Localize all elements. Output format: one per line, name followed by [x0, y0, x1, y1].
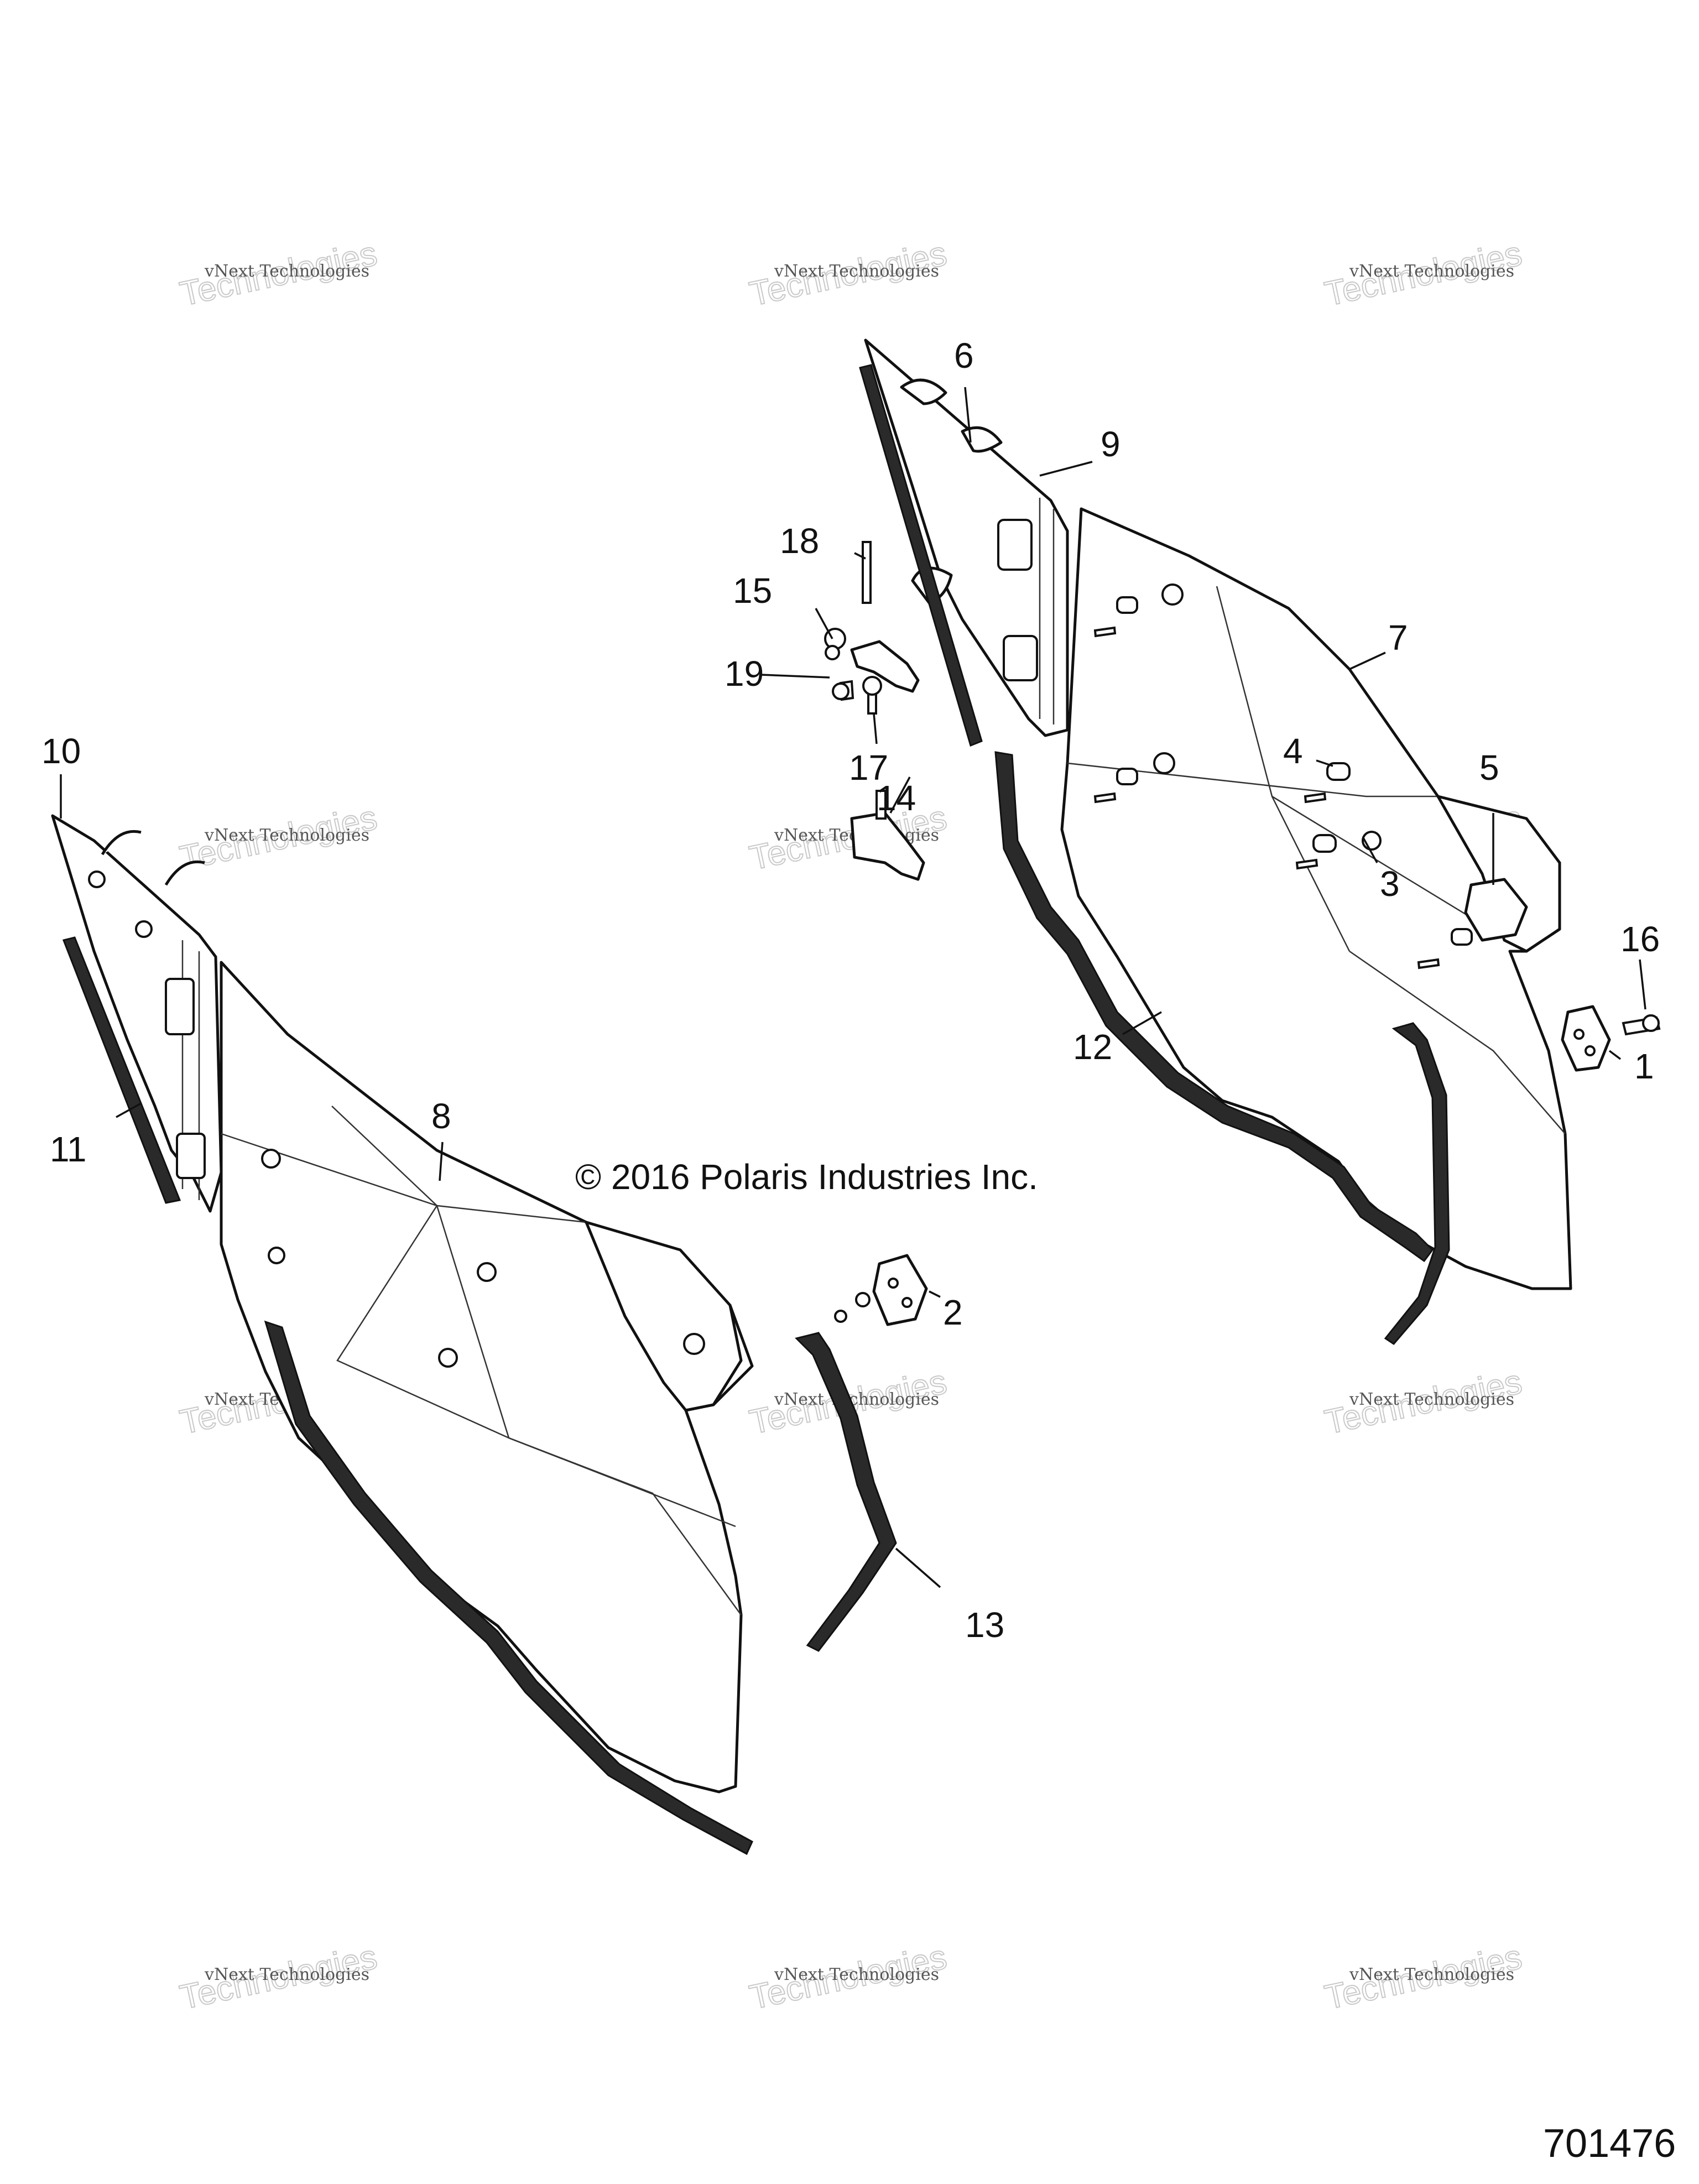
watermark-text: vNext Technologies — [1349, 1390, 1514, 1409]
callout-14: 14 — [877, 778, 916, 818]
part-1-latch-plate — [1561, 1005, 1611, 1072]
seal-strip-upper — [859, 364, 983, 747]
seal-strip-right — [1384, 1022, 1450, 1345]
callout-8: 8 — [431, 1096, 451, 1136]
callout-5: 5 — [1479, 748, 1499, 788]
part-16-screw — [1622, 1014, 1661, 1036]
callout-16: 16 — [1620, 919, 1660, 959]
callout-11: 11 — [50, 1129, 86, 1169]
part-2-latch-plate — [834, 1254, 928, 1326]
part-5-latch — [1464, 878, 1528, 942]
watermark-text: vNext Technologies — [774, 1390, 939, 1409]
callout-18: 18 — [780, 521, 819, 561]
part-12-seal — [994, 751, 1434, 1263]
hinge-hardware-cluster — [824, 541, 925, 881]
part-10-hinge-panel — [51, 814, 223, 1213]
watermark: Technologies vNext Technologies — [1321, 1362, 1525, 1442]
callout-13: 13 — [965, 1605, 1004, 1645]
watermark: Technologies vNext Technologies — [1321, 234, 1525, 314]
copyright-notice: © 2016 Polaris Industries Inc. — [575, 1157, 1038, 1197]
watermark: Technologies vNext Technologies — [746, 234, 950, 314]
watermark-text: vNext Technologies — [1349, 262, 1514, 281]
watermark: Technologies vNext Technologies — [176, 798, 381, 878]
part-8-door-panel — [220, 961, 754, 1794]
callouts: 1 2 3 4 5 6 7 8 9 10 11 12 13 14 15 16 1… — [41, 336, 1660, 1645]
watermark: Technologies vNext Technologies — [176, 234, 381, 314]
callout-4: 4 — [1283, 731, 1303, 771]
watermark-text: vNext Technologies — [204, 262, 369, 281]
callout-19: 19 — [725, 654, 764, 694]
callout-3: 3 — [1380, 864, 1400, 904]
diagram-id: 701476 — [1543, 2122, 1676, 2166]
watermark-text: vNext Technologies — [204, 1965, 369, 1984]
callout-17: 17 — [849, 748, 888, 788]
callout-1: 1 — [1634, 1046, 1654, 1086]
callout-15: 15 — [733, 571, 772, 611]
watermark-text: vNext Technologies — [774, 1965, 939, 1984]
watermark-text: vNext Technologies — [204, 826, 369, 845]
seal-lower-left — [264, 1320, 753, 1855]
callout-9: 9 — [1101, 424, 1120, 464]
watermark: Technologies vNext Technologies — [1321, 1937, 1525, 2018]
callout-12: 12 — [1073, 1027, 1112, 1067]
watermark: Technologies vNext Technologies — [176, 1937, 381, 2018]
callout-6: 6 — [954, 336, 974, 376]
leader-lines — [60, 387, 1646, 1588]
parts-3-4-bushings — [1093, 596, 1473, 969]
callout-7: 7 — [1388, 618, 1408, 658]
part-13-seal — [795, 1332, 897, 1652]
watermark: Technologies vNext Technologies — [746, 1937, 950, 2018]
watermark-text: vNext Technologies — [1349, 1965, 1514, 1984]
part-11-strip — [62, 936, 181, 1204]
callout-2: 2 — [943, 1292, 963, 1332]
watermark-text: vNext Technologies — [774, 262, 939, 281]
callout-10: 10 — [41, 731, 81, 771]
